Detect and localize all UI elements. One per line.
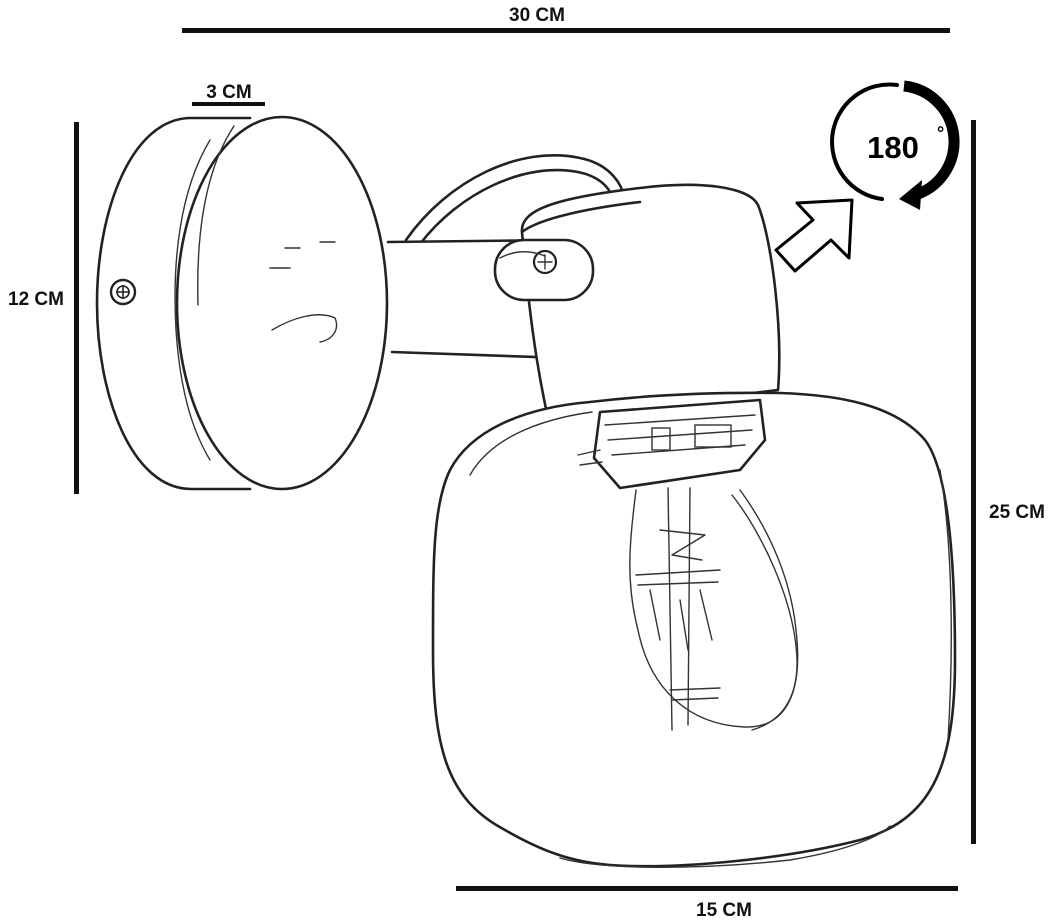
- wall-lamp-sketch: [95, 115, 957, 868]
- light-bulb-icon: [629, 487, 799, 731]
- base-height-line: [74, 122, 79, 494]
- bulb-socket: [577, 398, 767, 490]
- rotation-unit: °: [937, 123, 944, 143]
- power-cable: [404, 154, 625, 242]
- dimension-labels: 30 CM 3 CM 12 CM 25 CM 15 CM: [8, 5, 1045, 920]
- mounting-screw-icon: [109, 278, 137, 306]
- lamp-shade: [431, 391, 957, 868]
- base-depth-line: [192, 102, 265, 106]
- base-depth-label: 3 CM: [206, 82, 251, 103]
- wall-base-plate: [95, 115, 389, 491]
- overall-width-line: [182, 28, 950, 33]
- shade-width-line: [456, 886, 958, 891]
- rotation-value: 180: [867, 130, 919, 165]
- diagonal-arrow-icon: [774, 198, 854, 273]
- shade-width-label: 15 CM: [696, 900, 752, 920]
- dimension-lines: [74, 28, 976, 891]
- overall-height-label: 25 CM: [989, 502, 1045, 523]
- overall-height-line: [971, 120, 976, 844]
- rotation-indicator: 180 °: [830, 80, 960, 210]
- rotation-arrow-icon: [830, 80, 960, 210]
- base-height-label: 12 CM: [8, 289, 64, 310]
- overall-width-label: 30 CM: [509, 5, 565, 26]
- socket-holder: [493, 183, 781, 420]
